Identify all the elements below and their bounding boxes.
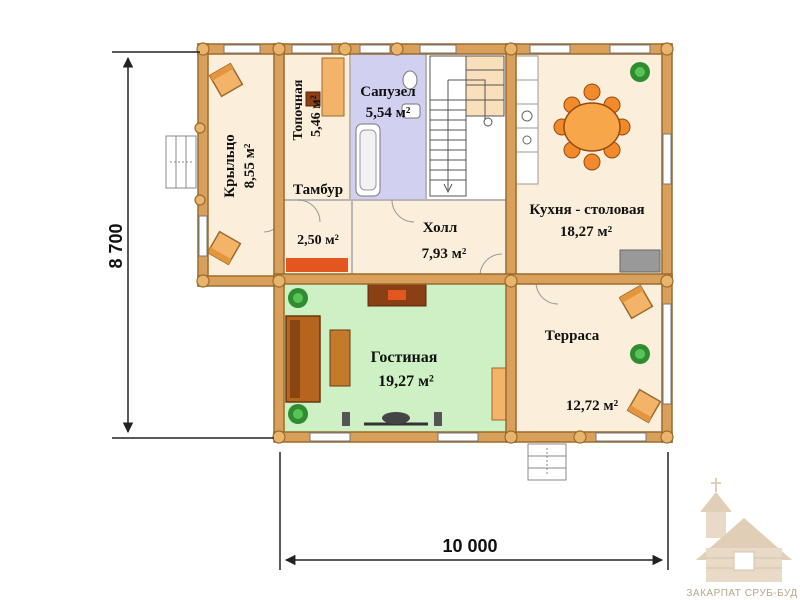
plant-icon (288, 288, 308, 308)
windows (198, 44, 672, 442)
width-dimension-label: 10 000 (442, 536, 497, 556)
toilet-icon (402, 70, 418, 90)
steam-room-name: Топочная (291, 79, 306, 140)
terrace-name: Терраса (545, 328, 600, 344)
height-dimension-label: 8 700 (106, 223, 126, 268)
kitchen-area: 18,27 м² (560, 224, 613, 240)
log-ends (194, 42, 674, 444)
hall-name: Холл (423, 220, 458, 236)
vestibule-area: 2,50 м² (297, 233, 339, 248)
terrace-area: 12,72 м² (566, 398, 619, 414)
porch-chair-icon (208, 62, 244, 98)
tv-icon (342, 412, 442, 426)
width-dimension (279, 452, 669, 570)
plant-icon (288, 404, 308, 424)
living-name: Гостиная (371, 349, 438, 366)
stove-icon (305, 91, 321, 107)
sink-icon (401, 103, 421, 119)
plant-icon (630, 344, 650, 364)
shoe-rack-icon (286, 258, 348, 272)
porch-name: Крыльцо (222, 134, 238, 197)
hall-area: 7,93 м² (422, 246, 467, 262)
furniture (206, 55, 662, 426)
vestibule-name: Тамбур (293, 182, 343, 198)
staircase (429, 55, 505, 197)
porch-area: 8,55 м² (242, 143, 258, 188)
armchair-icon (491, 367, 507, 421)
bench-icon (321, 57, 345, 117)
porch-chair-icon (206, 230, 242, 266)
kitchen-name: Кухня - столовая (529, 202, 644, 218)
plant-icon (630, 62, 650, 82)
stove-burner-icon (522, 135, 532, 145)
fridge-icon (619, 249, 661, 273)
bathroom-area: 5,54 м² (366, 105, 411, 121)
living-area: 19,27 м² (378, 373, 434, 390)
terrace-chair-icon (618, 284, 654, 320)
hall-floor (352, 200, 508, 276)
brand-text: ЗАКАРПАТ СРУБ-БУД (686, 588, 797, 599)
terrace-chair-icon (626, 388, 662, 424)
kitchen-counter-icon (515, 55, 539, 185)
bathroom-name: Сапузел (360, 84, 416, 100)
dining-table-icon (553, 83, 631, 171)
height-dimension (112, 51, 274, 439)
interior-partitions (263, 52, 559, 305)
brand-logo (696, 478, 792, 582)
coffee-table-icon (329, 329, 351, 387)
entrance-steps (165, 135, 567, 481)
steam-room-area: 5,46 м² (309, 95, 324, 137)
